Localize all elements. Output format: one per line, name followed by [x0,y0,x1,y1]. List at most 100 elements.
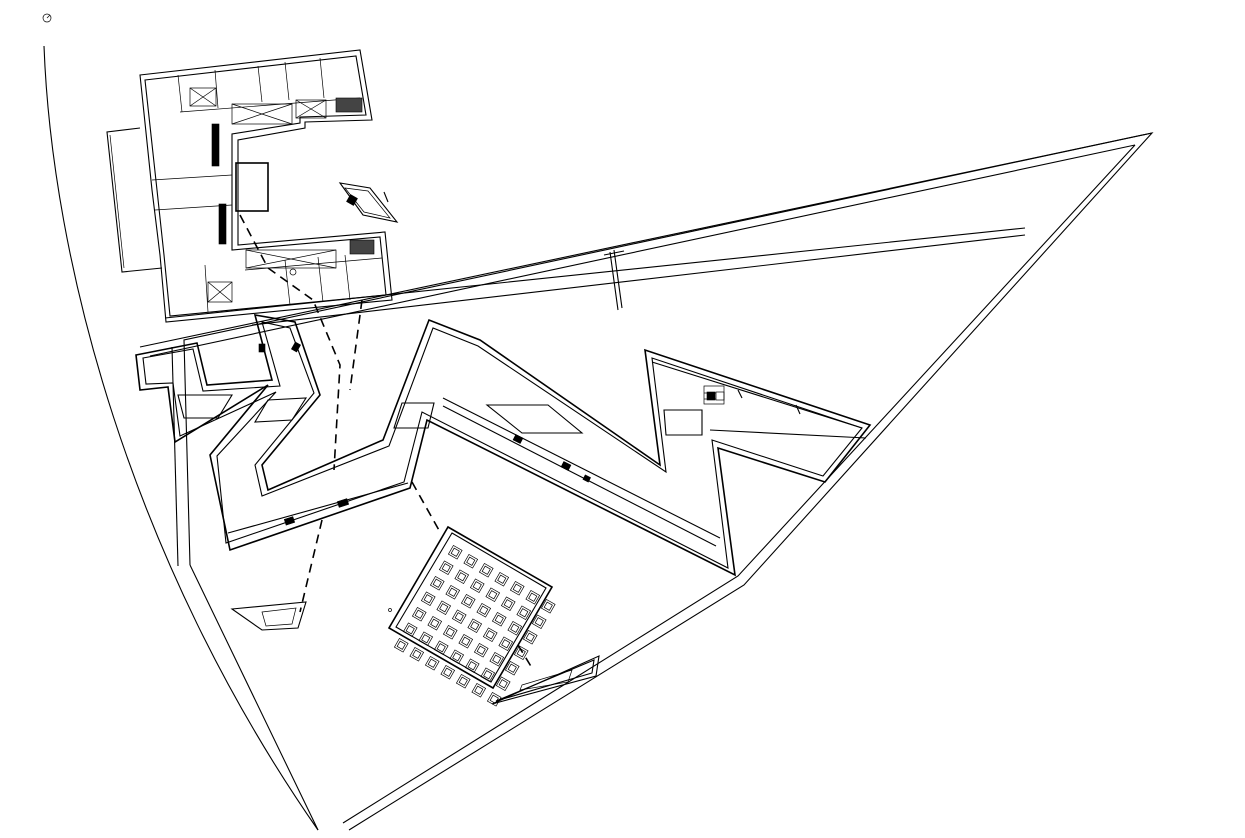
garden-column [500,596,516,612]
garden-of-exile [387,525,556,707]
garden-column [445,584,461,600]
garden-column [429,575,445,591]
garden-column-inner [454,612,464,622]
garden-column [531,614,547,630]
garden-column [420,591,436,607]
garden-column-inner [516,648,526,658]
garden-column [469,578,485,594]
garden-column [482,627,498,643]
garden-column [442,624,458,640]
garden-column [418,631,434,647]
garden-column-inner [452,652,462,662]
garden-column-inner [492,654,502,664]
garden-column-inner [479,605,489,615]
garden-column [454,569,470,585]
detached-pavilions [230,601,600,705]
garden-column [476,602,492,618]
garden-column-inner [463,596,473,606]
garden-column-inner [534,617,544,627]
zigzag-museum [135,313,872,577]
garden-column [467,618,483,634]
garden-column [464,658,480,674]
garden-column-inner [525,632,535,642]
garden-column [480,667,496,683]
garden-column-inner [485,630,495,640]
garden-column-inner [439,603,449,613]
garden-column-inner [421,634,431,644]
garden-column-inner [476,645,486,655]
garden-column [424,655,440,671]
garden-column [509,580,525,596]
garden-column-inner [467,661,477,671]
garden-column [402,622,418,638]
north-arrow-icon [42,13,52,23]
garden-column-inner [414,609,424,619]
garden-column [411,606,427,622]
garden-column-inner [458,676,468,686]
garden-column-inner [412,649,422,659]
garden-column [449,649,465,665]
garden-column [489,651,505,667]
garden-column-inner [443,667,453,677]
garden-column [460,593,476,609]
garden-column-inner [543,601,553,611]
garden-column [473,642,489,658]
garden-column [525,589,541,605]
garden-column-inner [470,621,480,631]
garden-column-inner [461,636,471,646]
garden-column-inner [512,583,522,593]
garden-column [438,560,454,576]
garden-column [504,660,520,676]
garden-column [451,609,467,625]
garden-column [436,600,452,616]
garden-column [393,637,409,653]
garden-column [516,605,532,621]
garden-column [494,571,510,587]
garden-column [498,636,514,652]
garden-column [507,620,523,636]
voids [177,394,703,436]
garden-column-inner [423,594,433,604]
garden-column-inner [466,556,476,566]
garden-column-inner [510,623,520,633]
garden-column-inner [528,592,538,602]
garden-column [540,598,556,614]
garden-column-inner [427,658,437,668]
garden-column-inner [503,599,513,609]
garden-column-inner [432,578,442,588]
garden-column-inner [436,643,446,653]
underground-axes [239,214,533,669]
garden-column-inner [430,618,440,628]
garden-column-inner [441,563,451,573]
garden-column [513,645,529,661]
garden-column-inner [396,640,406,650]
garden-column [471,682,487,698]
garden-column-inner [483,670,493,680]
garden-column [447,544,463,560]
historic-building [106,49,393,323]
courtyard-plinth [338,182,399,223]
garden-column [491,611,507,627]
garden-column [463,553,479,569]
garden-column-inner [445,627,455,637]
garden-column-inner [497,574,507,584]
garden-column-inner [488,590,498,600]
garden-column-inner [507,663,517,673]
garden-column-inner [405,625,415,635]
site-boundary-curve [43,45,319,831]
garden-column-inner [450,547,460,557]
garden-column [433,640,449,656]
garden-column-inner [498,679,508,689]
garden-column-inner [519,608,529,618]
garden-column-inner [448,587,458,597]
garden-column [485,587,501,603]
garden-column-inner [474,685,484,695]
garden-column-inner [494,614,504,624]
garden-column-inner [481,565,491,575]
garden-column [427,615,443,631]
garden-column [440,664,456,680]
garden-column [478,562,494,578]
garden-column [409,646,425,662]
garden-column [455,673,471,689]
